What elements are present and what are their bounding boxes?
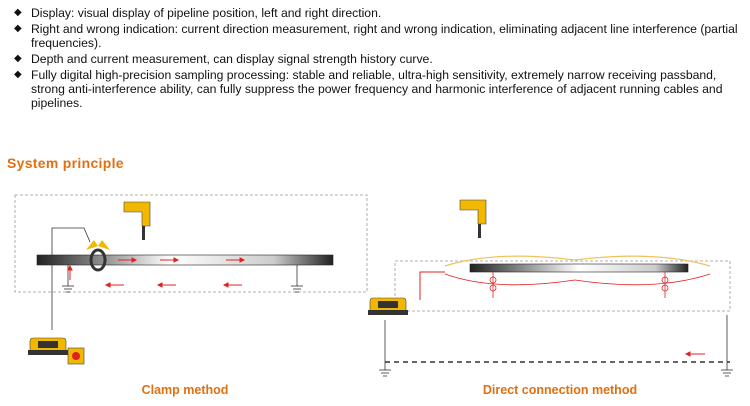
- dashed-frame: [394, 260, 731, 312]
- ground-icon: [721, 369, 733, 377]
- feature-list: ◆ Display: visual display of pipeline pos…: [14, 6, 739, 112]
- insulator-icon: [489, 272, 669, 298]
- direct-connection-caption: Direct connection method: [482, 383, 638, 397]
- diamond-bullet-icon: ◆: [14, 23, 22, 34]
- power-button-icon: [67, 347, 85, 365]
- current-arrow-icon: [118, 257, 246, 263]
- ground-icon: [291, 265, 303, 293]
- feature-item: ◆ Right and wrong indication: current dir…: [14, 22, 739, 50]
- locator-receiver-icon: [123, 201, 151, 240]
- feature-item: ◆ Fully digital high-precision sampling p…: [14, 68, 739, 110]
- locator-receiver-icon: [459, 199, 487, 238]
- ground-icon: [62, 265, 74, 293]
- transmitter-icon: [368, 297, 408, 315]
- feature-text: Fully digital high-precision sampling pr…: [31, 68, 723, 110]
- pipeline: [469, 263, 689, 273]
- return-arrow-icon: [684, 351, 705, 357]
- direct-connection-diagram: [368, 199, 733, 377]
- clamp-method-caption: Clamp method: [141, 383, 229, 397]
- ground-icon: [379, 369, 391, 377]
- pipeline: [36, 254, 334, 266]
- return-arrow-icon: [67, 264, 242, 288]
- feature-text: Display: visual display of pipeline posi…: [31, 6, 382, 20]
- clamp-icon: [86, 240, 110, 272]
- diamond-bullet-icon: ◆: [14, 53, 22, 64]
- diamond-bullet-icon: ◆: [14, 69, 22, 80]
- diamond-bullet-icon: ◆: [14, 7, 22, 18]
- feature-text: Depth and current measurement, can displ…: [31, 52, 433, 66]
- feature-text: Right and wrong indication: current dire…: [31, 22, 738, 50]
- section-title: System principle: [7, 155, 124, 171]
- transmitter-icon: [28, 337, 68, 355]
- dashed-frame: [14, 194, 368, 293]
- clamp-method-diagram: [14, 194, 368, 365]
- feature-item: ◆ Depth and current measurement, can disp…: [14, 52, 739, 66]
- feature-item: ◆ Display: visual display of pipeline pos…: [14, 6, 739, 20]
